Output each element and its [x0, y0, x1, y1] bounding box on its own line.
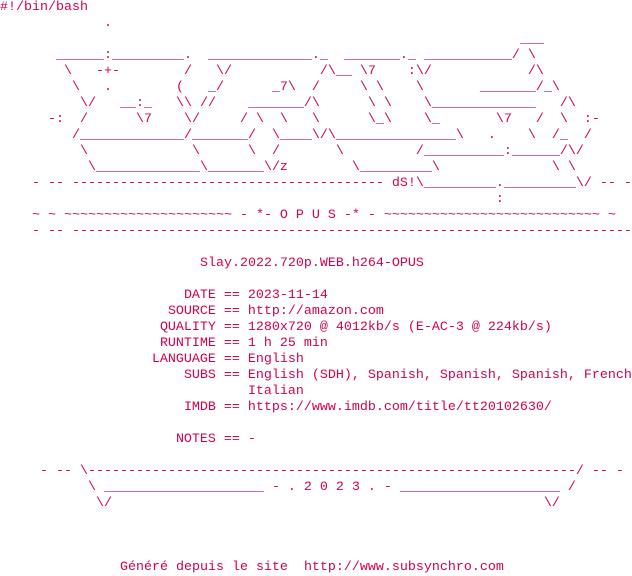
footer-art-line: \ ____________________ - . 2 0 2 3 . - _…	[0, 480, 576, 495]
logo-art-line: ______:_________. _____________._ ______…	[0, 48, 536, 63]
info-separator: ==	[223, 304, 240, 319]
logo-art-line: :	[0, 192, 504, 207]
footer-art: - -- \----------------------------------…	[0, 464, 632, 512]
blank-line	[0, 528, 632, 544]
info-separator: ==	[223, 288, 240, 303]
info-value: English	[247, 352, 304, 367]
opus-logo-art: . ___ ______:_________. _____________._ …	[0, 16, 632, 240]
info-label: SUBS	[183, 368, 216, 383]
footer-art-line: \/ \/	[0, 496, 560, 511]
logo-art-line: \ -+- / \/ /\__ \7 :\/ /\	[0, 64, 544, 79]
info-runtime: RUNTIME == 1 h 25 min	[0, 336, 632, 352]
logo-art-line: \_____________\_______\/z \_________\ \ …	[0, 160, 576, 175]
info-source: SOURCE == http://amazon.com	[0, 304, 632, 320]
info-subs-continued: Italian	[247, 384, 304, 399]
credit-link[interactable]: http://www.subsynchro.com	[303, 560, 504, 575]
info-label: LANGUAGE	[151, 352, 216, 367]
info-label: SOURCE	[167, 304, 216, 319]
release-name: Slay.2022.720p.WEB.h264-OPUS	[199, 256, 424, 271]
info-value: http://amazon.com	[247, 304, 384, 319]
logo-art-line: \/ __:_ \\ // _______/\ \ \ \___________…	[0, 96, 576, 111]
logo-art-line: ___	[0, 32, 544, 47]
info-imdb: IMDB == https://www.imdb.com/title/tt20102…	[0, 400, 632, 416]
footer-art-line: - -- \----------------------------------…	[0, 464, 624, 479]
info-date: DATE == 2023-11-14	[0, 288, 632, 304]
info-label: RUNTIME	[159, 336, 216, 351]
info-separator: ==	[223, 320, 240, 335]
info-value: 2023-11-14	[247, 288, 328, 303]
blank-line	[0, 416, 632, 432]
logo-art-line: \ \ \ / \ /__________:______/\/	[0, 144, 584, 159]
info-label: DATE	[183, 288, 216, 303]
info-separator: ==	[223, 336, 240, 351]
info-label: NOTES	[175, 432, 216, 447]
info-separator: ==	[223, 400, 240, 415]
credit-line: Généré depuis le site http://www.subsync…	[0, 560, 632, 576]
credit-text: Généré depuis le site	[119, 560, 304, 575]
info-label: IMDB	[183, 400, 216, 415]
blank-line	[0, 448, 632, 464]
logo-art-line: \ . ( _/ _7\ / \ \ \ _______/_\	[0, 80, 560, 95]
blank-line	[0, 512, 632, 528]
info-quality: QUALITY == 1280x720 @ 4012kb/s (E-AC-3 @ 2…	[0, 320, 632, 336]
info-subs: SUBS == English (SDH), Spanish, Spanish, S…	[0, 368, 632, 384]
logo-art-line: ~ ~ ~~~~~~~~~~~~~~~~~~~~~ - *- O P U S -…	[0, 208, 632, 223]
blank-line	[0, 240, 632, 256]
info-language: LANGUAGE == English	[0, 352, 632, 368]
info-label: QUALITY	[159, 320, 216, 335]
shebang-line: #!/bin/bash	[0, 0, 88, 15]
logo-art-line: /_____________/_______/ \____\/\________…	[0, 128, 592, 143]
logo-art-line: .	[0, 16, 112, 31]
info-value: English (SDH), Spanish, Spanish, Spanish…	[247, 368, 632, 383]
logo-art-line: - -- -----------------------------------…	[0, 176, 632, 191]
blank-line	[0, 272, 632, 288]
logo-art-line: -: / \7 \/ / \ \ \ \_\ \_ \7 / \ :-	[0, 112, 600, 127]
info-value: 1 h 25 min	[247, 336, 328, 351]
info-separator: ==	[223, 352, 240, 367]
info-separator: ==	[223, 432, 240, 447]
info-value: -	[247, 432, 256, 447]
info-value: https://www.imdb.com/title/tt20102630/	[247, 400, 552, 415]
info-notes: NOTES ==-	[0, 432, 632, 448]
info-separator: ==	[223, 368, 240, 383]
blank-line	[0, 544, 632, 560]
info-value: 1280x720 @ 4012kb/s (E-AC-3 @ 224kb/s)	[247, 320, 552, 335]
logo-art-line: - -- -----------------------------------…	[0, 224, 632, 239]
